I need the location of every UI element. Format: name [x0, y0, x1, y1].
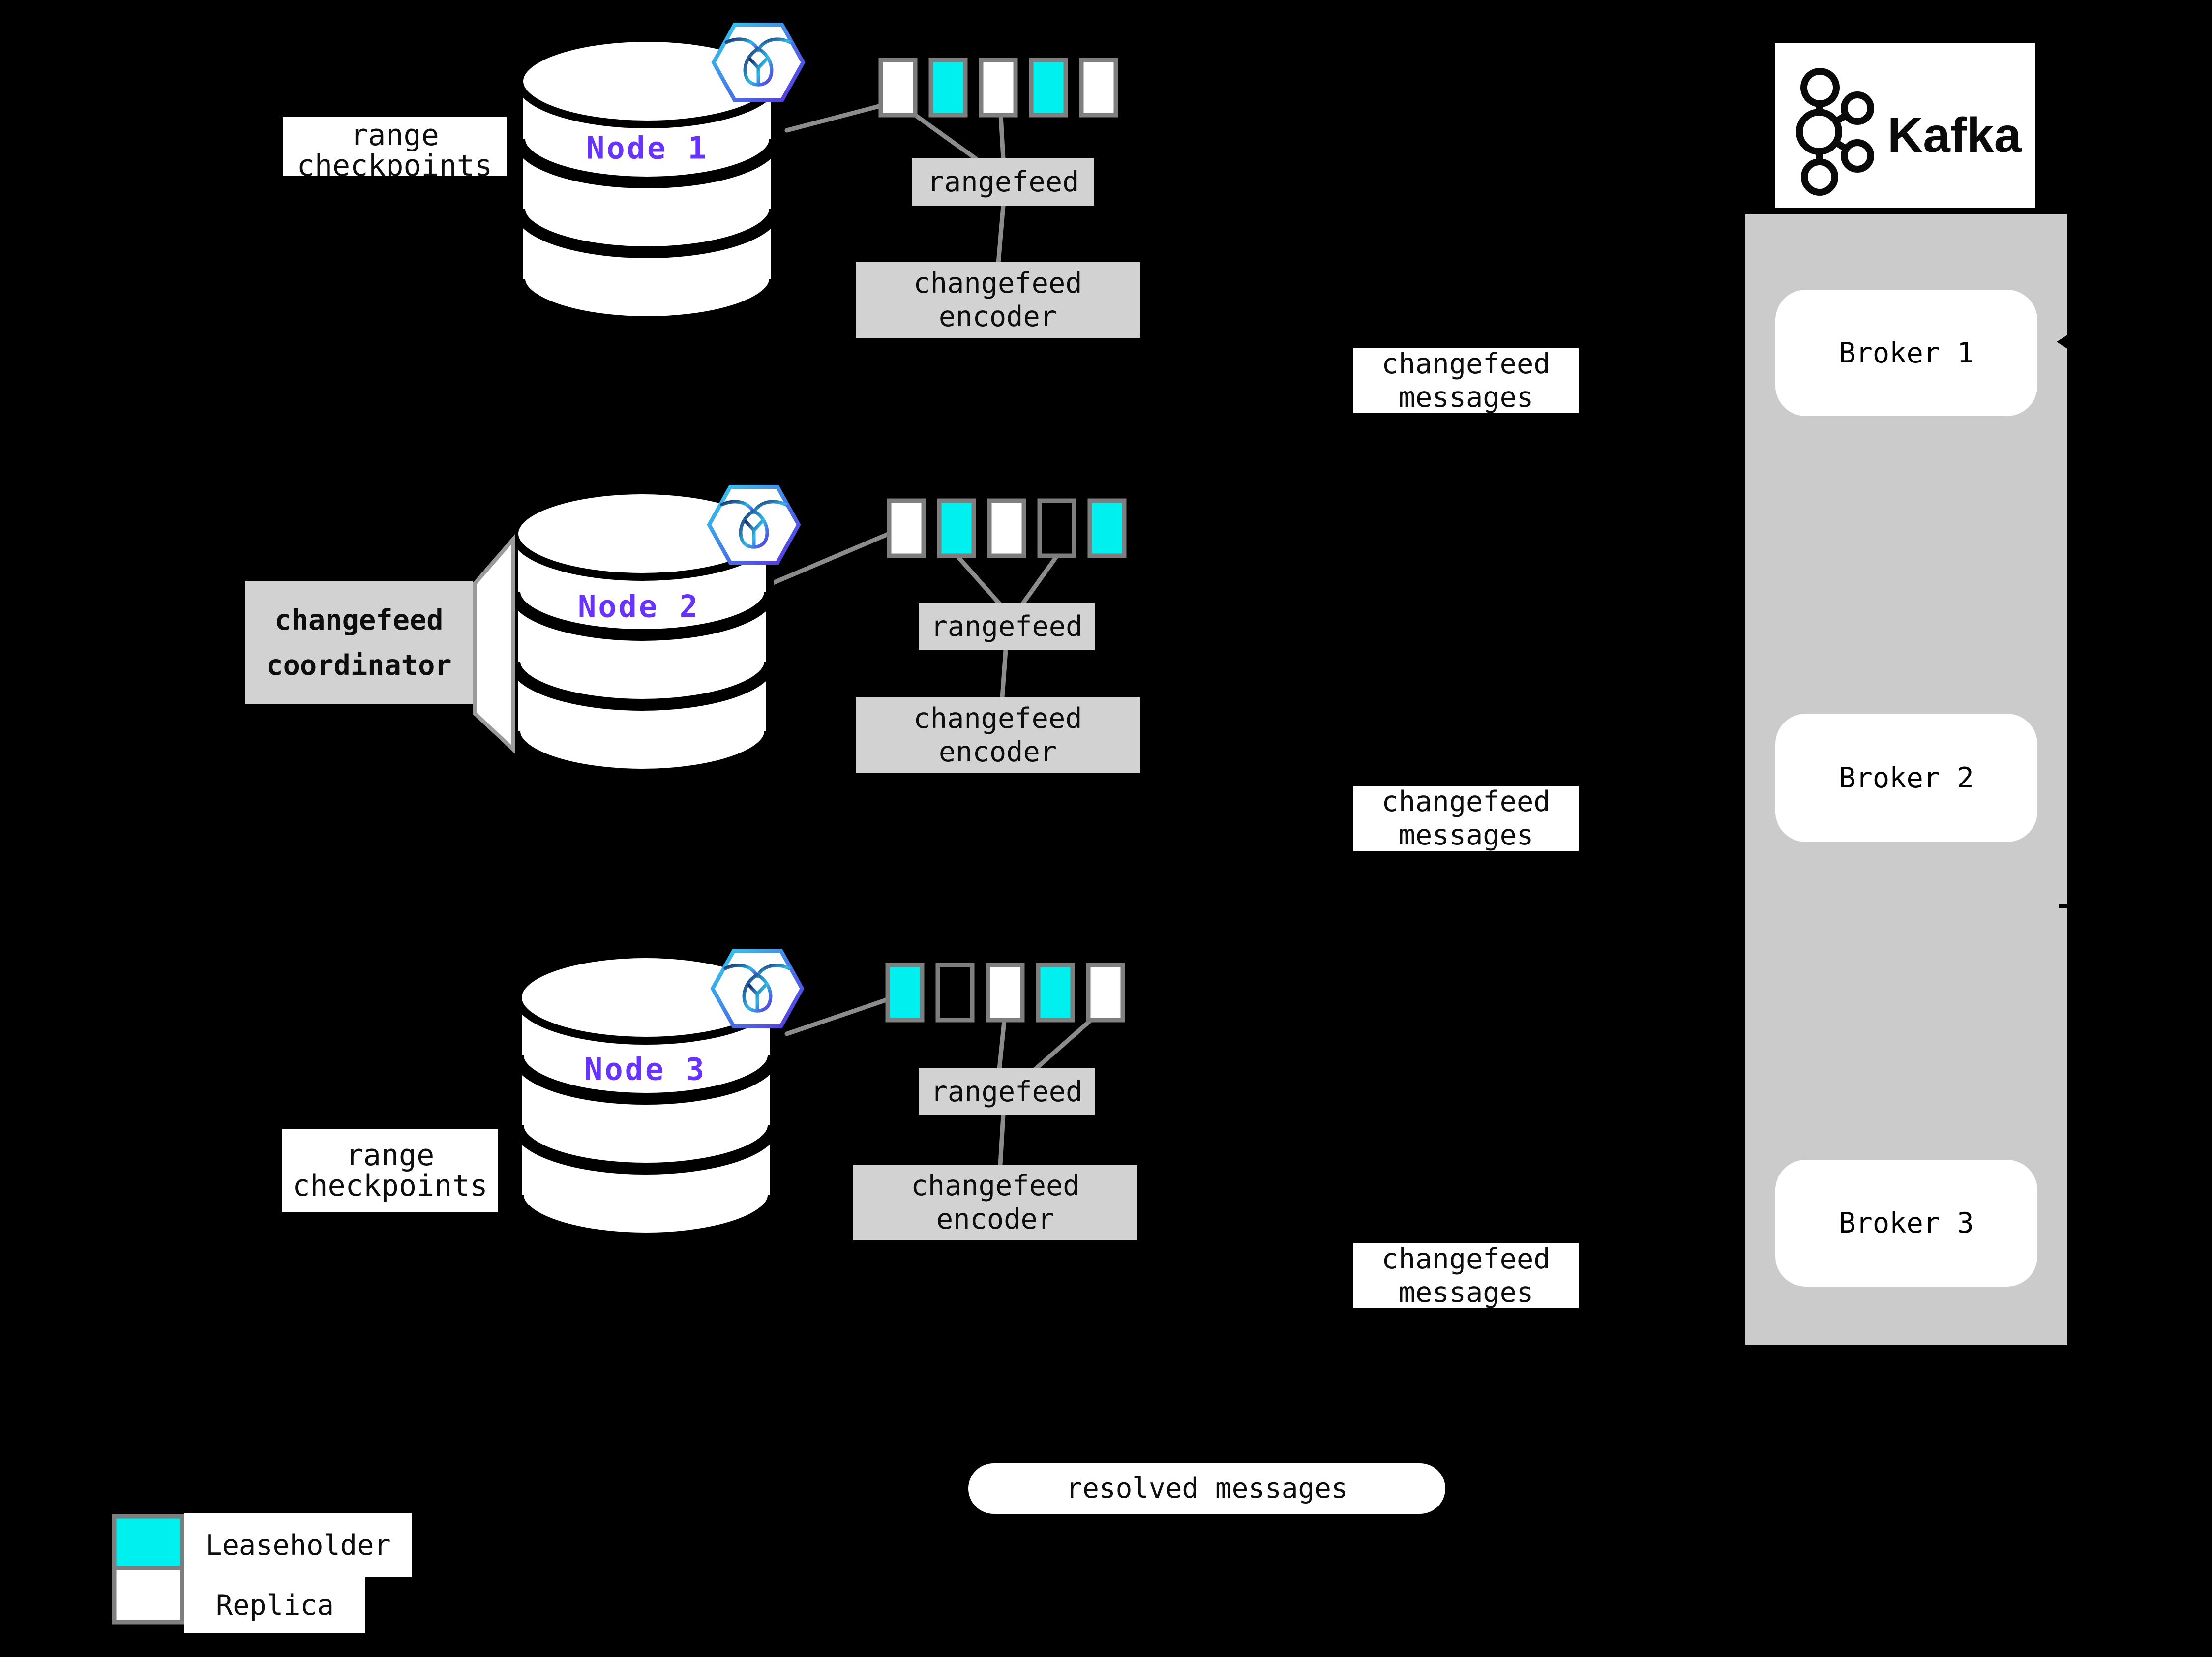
broker-2-card [1775, 714, 2037, 842]
cockroachdb-icon [713, 951, 802, 1026]
node-1-label: Node 1 [586, 130, 708, 166]
arrow-tick-icon [2059, 904, 2067, 908]
legend-leaseholder-label: Leaseholder [184, 1513, 412, 1577]
changefeed-messages-label-3: changefeed messages [1353, 1243, 1579, 1309]
broker-2-label: Broker 2 [1839, 761, 1974, 794]
kafka-wordmark: Kafka [1887, 108, 2022, 163]
range-checkpoints-label-bottom: range checkpoints [282, 1129, 498, 1212]
replica-square [887, 498, 926, 558]
range-replica-squares [878, 58, 1127, 1023]
changefeed-encoder-box-2: changefeed encoder [856, 697, 1140, 773]
broker-1-card [1775, 290, 2037, 416]
replica-square [1079, 58, 1118, 118]
leaseholder-square [885, 963, 925, 1023]
changefeed-messages-label-2: changefeed messages [1353, 785, 1579, 851]
leaseholder-square [1029, 58, 1068, 118]
changefeed-coordinator-box: changefeed coordinator [245, 581, 473, 704]
legend-leaseholder-swatch [112, 1514, 185, 1570]
outline-square [1037, 498, 1076, 558]
legend-replica-label: Replica [184, 1577, 365, 1633]
leaseholder-square [937, 498, 976, 558]
changefeed-messages-label-1: changefeed messages [1353, 348, 1579, 414]
range-checkpoints-label-top: range checkpoints [283, 117, 507, 176]
replica-square [878, 58, 918, 118]
changefeed-encoder-box-3: changefeed encoder [853, 1165, 1137, 1240]
leaseholder-square [928, 58, 968, 118]
coordinator-callout-shape [473, 534, 515, 754]
replica-square [986, 963, 1025, 1023]
leaseholder-square [1036, 963, 1075, 1023]
node-2-label: Node 2 [578, 588, 700, 625]
rangefeed-box-2: rangefeed [919, 603, 1095, 650]
changefeed-encoder-box-1: changefeed encoder [856, 262, 1140, 338]
connector-lines [770, 103, 1092, 1167]
kafka-logo-icon [1796, 68, 1874, 196]
replica-square [987, 498, 1026, 558]
arrowhead-into-kafka-icon [2057, 335, 2067, 349]
broker-3-card [1775, 1160, 2037, 1287]
outline-square [935, 963, 975, 1023]
resolved-messages-pill: resolved messages [968, 1463, 1445, 1514]
legend-replica-swatch [112, 1566, 185, 1625]
leaseholder-square [1087, 498, 1127, 558]
broker-3-label: Broker 3 [1839, 1207, 1974, 1239]
node-3-label: Node 3 [584, 1051, 706, 1087]
cockroachdb-icon [714, 25, 803, 100]
replica-square [979, 58, 1018, 118]
cockroachdb-icon [709, 487, 799, 563]
broker-1-label: Broker 1 [1839, 336, 1974, 369]
rangefeed-box-1: rangefeed [912, 158, 1094, 206]
replica-square [1086, 963, 1125, 1023]
rangefeed-box-3: rangefeed [919, 1068, 1095, 1115]
